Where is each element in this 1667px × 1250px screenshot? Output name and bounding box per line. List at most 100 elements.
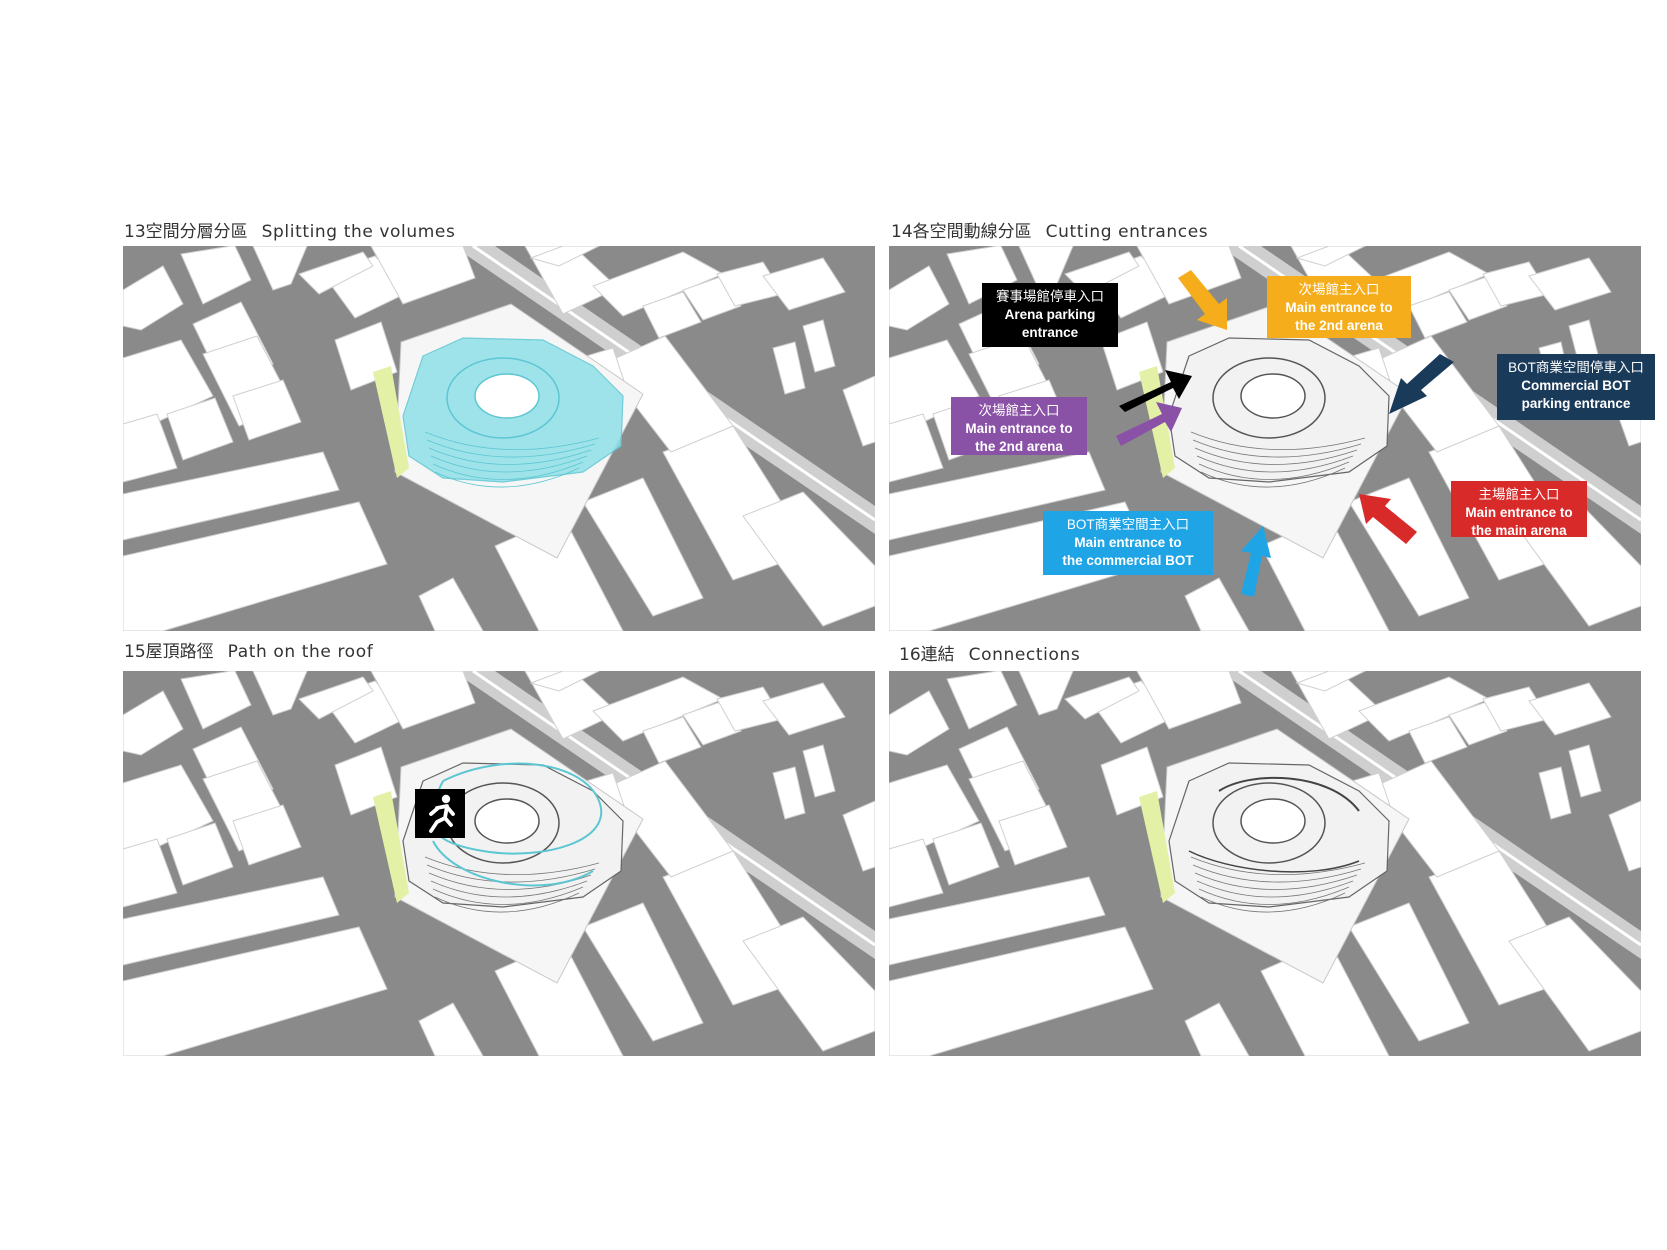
seating-tier-line [428, 447, 592, 465]
city-block [932, 822, 1000, 886]
city-block [762, 257, 846, 311]
seating-tier-line [1194, 872, 1358, 890]
second-arena-left-cn: 次場館主入口 [978, 403, 1060, 418]
city-block [642, 716, 702, 764]
city-block [582, 477, 704, 617]
commercial-bot-en2: the commercial BOT [1062, 553, 1194, 568]
city-block [1528, 682, 1612, 736]
city-block [1348, 902, 1470, 1042]
main-bowl-outer [446, 357, 560, 439]
city-block [123, 838, 178, 908]
panel-15-title-en: Path on the roof [227, 642, 374, 662]
city-block [1064, 676, 1140, 720]
panel-14-number: 14 [891, 222, 913, 242]
panel-15-title-cn: 屋頂路徑 [145, 642, 214, 662]
city-block [602, 760, 734, 878]
main-arena-cn: 主場館主入口 [1478, 487, 1560, 502]
park-strip [373, 791, 409, 903]
main-arena-callout: 主場館主入口 Main entrance to the main arena [1451, 481, 1587, 538]
city-block [418, 1002, 484, 1056]
city-block [842, 375, 875, 447]
city-block [1295, 246, 1366, 267]
city-block [180, 246, 252, 305]
city-block [889, 265, 950, 331]
seating-tier-line [424, 856, 600, 876]
panel-16-number: 16 [899, 645, 921, 665]
main-arena-en1: Main entrance to [1465, 505, 1573, 520]
city-block [642, 291, 702, 339]
seating-tier-line [1196, 455, 1354, 473]
main-bowl-inner [1240, 798, 1306, 844]
city-block [123, 451, 340, 541]
city-block [602, 335, 734, 453]
panel-16-title: 16連結 Connections [899, 640, 1080, 665]
commercial-bot-en1: Main entrance to [1074, 535, 1182, 550]
panel-14-title: 14各空間動線分區 Cutting entrances [891, 217, 1208, 242]
seating-tier-line [430, 455, 588, 473]
panel-16-title-cn: 連結 [920, 645, 955, 665]
city-block [1568, 744, 1602, 798]
panel-13-title: 13空間分層分區 Splitting the volumes [124, 217, 455, 242]
city-block [742, 491, 875, 627]
bot-parking-en1: Commercial BOT [1521, 378, 1631, 393]
city-block [166, 397, 234, 461]
seating-tier-line [1192, 864, 1362, 883]
second-arena-top-cn: 次場館主入口 [1298, 282, 1380, 297]
panel-13-map [123, 246, 875, 631]
seating-tier-line [426, 439, 596, 458]
city-block [1538, 766, 1572, 820]
city-block [889, 413, 944, 483]
city-block [370, 246, 476, 305]
commercial-bot-callout: BOT商業空間主入口 Main entrance to the commerci… [1043, 511, 1213, 575]
connection-bridge [1218, 776, 1360, 812]
arena-parking-callout: 賽事場館停車入口 Arena parking entrance [982, 283, 1118, 347]
main-bowl-outer [1212, 782, 1326, 864]
seating-tier-line [1192, 439, 1362, 458]
city-block [1184, 577, 1250, 631]
panel-13-title-en: Splitting the volumes [261, 222, 456, 242]
city-block [742, 916, 875, 1052]
second-arena-top-en1: Main entrance to [1285, 300, 1393, 315]
seating-tier-line [432, 886, 584, 905]
panel-13-number: 13 [124, 222, 146, 242]
city-block [1295, 671, 1366, 692]
panel-16-map [889, 671, 1641, 1056]
city-block [802, 319, 836, 373]
bot-parking-cn: BOT商業空間停車入口 [1508, 360, 1644, 375]
city-block [166, 822, 234, 886]
city-block [1608, 800, 1641, 872]
panel-16-title-en: Connections [968, 645, 1081, 665]
city-block [123, 265, 184, 331]
city-block [1528, 257, 1612, 311]
main-arena-en2: the main arena [1471, 523, 1567, 538]
city-block [180, 671, 252, 730]
city-block [370, 671, 476, 730]
panel-13-title-cn: 空間分層分區 [145, 222, 248, 242]
commercial-bot-cn: BOT商業空間主入口 [1066, 517, 1190, 532]
panel-14-title-cn: 各空間動線分區 [912, 222, 1032, 242]
city-block [123, 501, 388, 631]
city-block [1408, 291, 1468, 339]
seating-tier-line [426, 864, 596, 883]
bot-parking-callout: BOT商業空間停車入口 Commercial BOT parking entra… [1497, 354, 1655, 420]
park-strip [1139, 791, 1175, 903]
panel-14-title-en: Cutting entrances [1045, 222, 1209, 242]
city-block [232, 804, 302, 866]
second-arena-left-callout: 次場館主入口 Main entrance to the 2nd arena [951, 397, 1087, 455]
seating-tier-line [1194, 447, 1358, 465]
city-block [946, 671, 1018, 730]
seating-tier-line [430, 880, 588, 898]
city-block [772, 766, 806, 820]
seating-tier-line [1190, 431, 1366, 451]
city-block [252, 671, 308, 716]
city-block [123, 690, 184, 756]
connection-lower [1188, 850, 1360, 873]
city-block [889, 838, 944, 908]
city-block [842, 800, 875, 872]
city-block [298, 251, 374, 295]
main-bowl-inner [474, 798, 540, 844]
seating-tier-line [1190, 856, 1366, 876]
city-block [1368, 760, 1500, 878]
city-block [889, 876, 1106, 966]
